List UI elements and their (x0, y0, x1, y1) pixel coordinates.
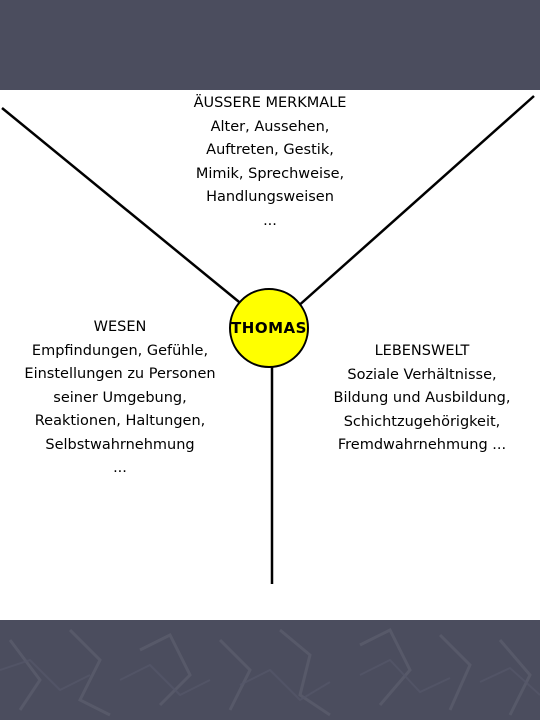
diagram-lines (1, 95, 535, 584)
block-heading: LEBENSWELT (374, 343, 470, 359)
block-line: Empfindungen, Gefühle, (31, 342, 209, 359)
decorative-pattern (0, 627, 540, 717)
line-top-right (295, 95, 535, 309)
block-line: Reaktionen, Haltungen, (34, 413, 206, 429)
block-line: Handlungsweisen (206, 189, 334, 205)
diagram-canvas: THOMAS ÄUSSERE MERKMALE Alter, Aussehen,… (0, 90, 540, 620)
block-line: Bildung und Ausbildung, (333, 390, 511, 406)
block-line: Soziale Verhältnisse, (347, 366, 497, 383)
block-line: Auftreten, Gestik, (206, 142, 334, 158)
block-lebenswelt: LEBENSWELT Soziale Verhältnisse, Bildung… (318, 340, 526, 458)
center-label: THOMAS (231, 319, 307, 337)
block-line: Einstellungen zu Personen (24, 366, 216, 382)
center-node: THOMAS (229, 288, 309, 368)
block-line: Selbstwahrnehmung (45, 436, 195, 453)
block-line: seiner Umgebung, (53, 389, 187, 406)
block-line: Fremdwahrnehmung ... (337, 437, 507, 453)
line-top-left (1, 107, 245, 307)
block-wesen: WESEN Empfindungen, Gefühle, Einstellung… (10, 316, 230, 481)
block-heading: WESEN (93, 319, 147, 335)
block-line: Alter, Aussehen, (210, 118, 330, 135)
block-line: Schichtzugehörigkeit, (343, 413, 501, 430)
bottom-band (0, 620, 540, 720)
block-line: ... (113, 460, 127, 476)
block-heading: ÄUSSERE MERKMALE (193, 95, 347, 111)
block-line: Mimik, Sprechweise, (195, 165, 345, 182)
block-aeussere-merkmale: ÄUSSERE MERKMALE Alter, Aussehen, Auftre… (170, 92, 370, 233)
block-line: ... (263, 212, 277, 229)
top-band (0, 0, 540, 90)
